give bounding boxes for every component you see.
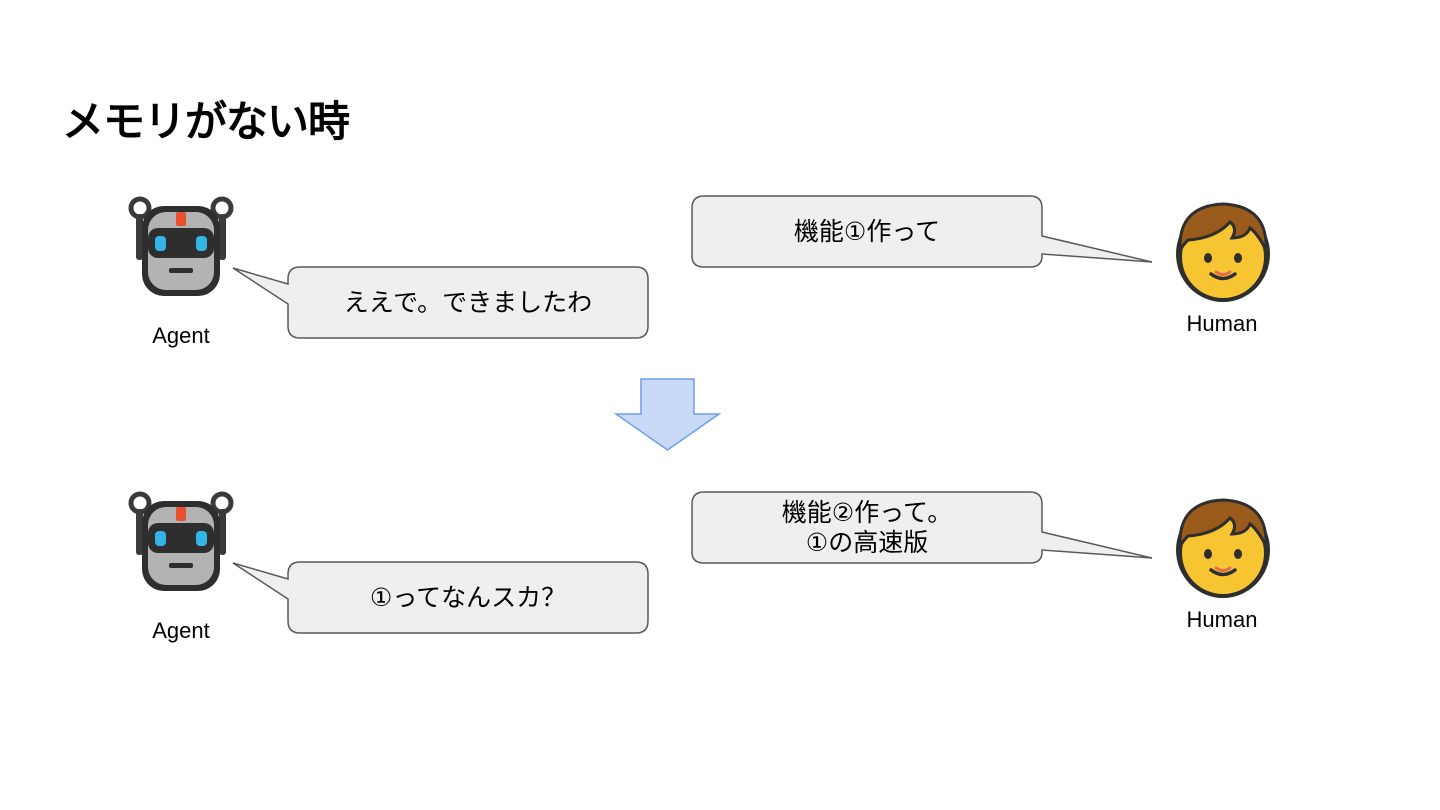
human-message-1: 機能①作って	[793, 216, 941, 246]
agent-message-2: ①ってなんスカ？	[369, 582, 567, 612]
human-label-1: Human	[1186, 311, 1258, 336]
slide-title: メモリがない時	[62, 97, 350, 146]
boy-face-icon	[1176, 202, 1270, 302]
agent-bubble-shape-1	[232, 266, 649, 339]
boy-face-icon	[1176, 498, 1270, 598]
human-label-2: Human	[1186, 607, 1258, 632]
agent-message-1: ええで。できましたわ	[343, 287, 593, 317]
human-bubble-shape-2	[691, 491, 1153, 564]
down-arrow-icon	[614, 378, 722, 451]
human-bubble-shape-1	[691, 195, 1153, 268]
agent-label-1: Agent	[152, 323, 210, 348]
human-message-2: 機能②作って。 ①の高速版	[781, 497, 953, 557]
robot-icon	[128, 196, 234, 296]
agent-label-2: Agent	[152, 618, 210, 643]
agent-bubble-shape-2	[232, 561, 649, 634]
robot-icon	[128, 491, 234, 591]
